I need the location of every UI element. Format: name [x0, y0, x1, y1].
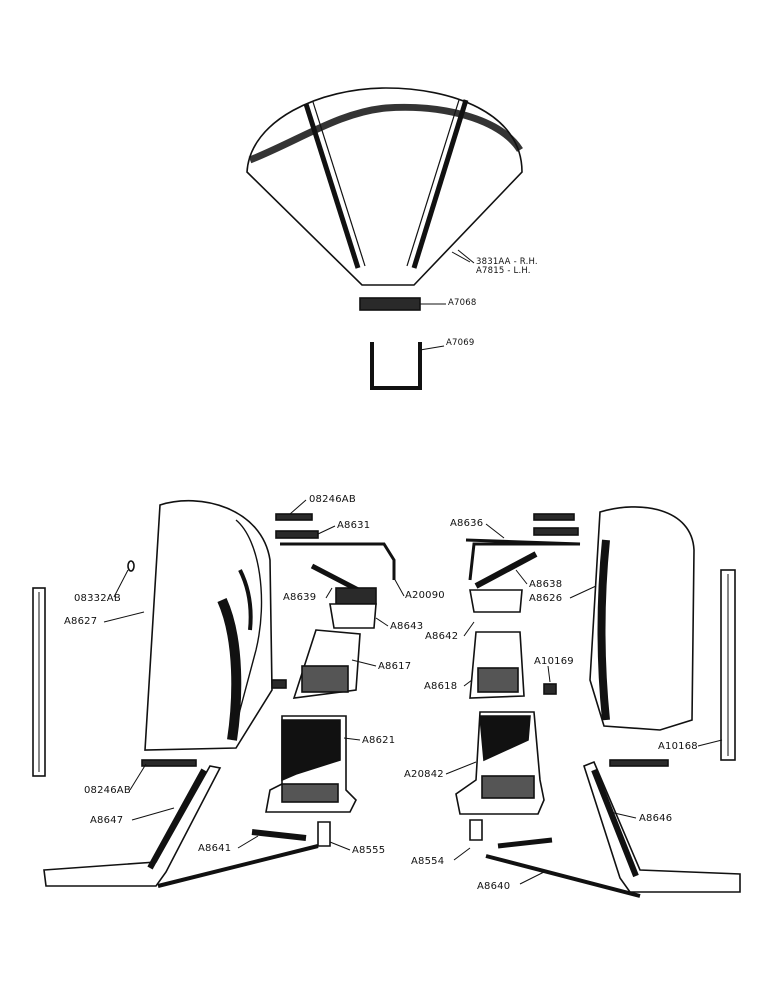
label-left-step: A8617	[378, 661, 412, 672]
label-left-fender: A8627	[64, 616, 98, 627]
label-right-rod: A8638	[529, 579, 563, 590]
left-step-drawing	[271, 629, 361, 699]
label-right-step: A8618	[424, 681, 458, 692]
fan-shield-drawing	[246, 87, 523, 286]
label-right-rail: A8646	[639, 813, 673, 824]
left-fender-drawing	[144, 499, 273, 751]
label-left-nut: 08332AB	[74, 593, 121, 604]
label-left-rod-end: A20090	[405, 590, 445, 601]
label-left-brace: A8631	[337, 520, 371, 531]
label-left-rail: A8647	[90, 815, 124, 826]
left-rail-drawing	[43, 759, 222, 887]
label-right-fender: A8626	[529, 593, 563, 604]
label-right-strip: A10168	[658, 741, 698, 752]
right-straps-drawing	[469, 819, 641, 898]
label-fan-lh: A7815 - L.H.	[476, 266, 531, 276]
label-right-brace: A8636	[450, 518, 484, 529]
left-panel-drawing	[265, 715, 357, 813]
right-braces-drawing	[465, 513, 581, 613]
label-bracket: A7068	[448, 298, 477, 308]
right-fender-drawing	[589, 506, 695, 731]
right-vertical-strip-drawing	[720, 569, 736, 761]
label-u-bolt: A7069	[446, 338, 475, 348]
label-left-angle: A8555	[352, 845, 386, 856]
right-step-drawing	[469, 631, 557, 699]
label-left-support: A8643	[390, 621, 424, 632]
bracket-drawing	[359, 297, 446, 311]
left-braces-drawing	[275, 513, 396, 629]
left-straps-drawing	[127, 560, 331, 888]
label-right-panel: A20842	[404, 769, 444, 780]
label-right-bolt: A10169	[534, 656, 574, 667]
right-rail-drawing	[583, 759, 741, 893]
label-left-clip: 08246AB	[309, 494, 356, 505]
label-left-panel: A8621	[362, 735, 396, 746]
label-right-angle: A8554	[411, 856, 445, 867]
label-left-strap: A8641	[198, 843, 232, 854]
label-right-support: A8642	[425, 631, 459, 642]
label-right-strap: A8640	[477, 881, 511, 892]
left-vertical-strip-drawing	[32, 587, 46, 777]
right-panel-drawing	[455, 711, 545, 815]
label-left-rod: A8639	[283, 592, 317, 603]
label-left-clip-bottom: 08246AB	[84, 785, 131, 796]
label-fan-rh: 3831AA - R.H.	[476, 257, 538, 267]
u-bolt-drawing	[370, 342, 445, 390]
